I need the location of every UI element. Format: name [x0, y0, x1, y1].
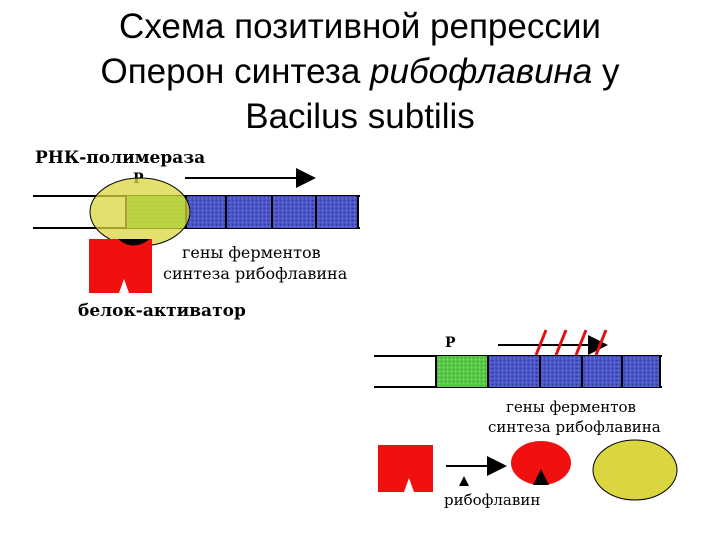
blocked-transcription-marks: [536, 330, 606, 355]
riboflavin-label: рибофлавин: [444, 491, 540, 509]
genes-label-bottom-2: синтеза рибофлавина: [488, 418, 661, 436]
riboflavin-small-icon: [459, 476, 469, 486]
rna-polymerase-free: [593, 440, 677, 500]
genes-label-bottom-1: гены ферментов: [506, 398, 636, 416]
activator-protein-top: [89, 239, 152, 293]
gene-block-bottom: [488, 356, 660, 387]
genes-label-top-1: гены ферментов: [182, 243, 321, 262]
top-operon: РНК-полимераза P гены ферментов синтеза …: [33, 148, 360, 321]
promoter-label-bottom: P: [445, 335, 456, 351]
rna-polymerase-ellipse: [90, 178, 190, 246]
rna-polymerase-label: РНК-полимераза: [35, 148, 205, 168]
promoter-region-bottom: [436, 356, 488, 387]
bottom-operon: P гены ферментов синтеза рибофлавина: [374, 330, 677, 509]
activator-protein-bottom: [378, 445, 433, 492]
activator-label: белок-активатор: [78, 301, 246, 321]
genes-label-top-2: синтеза рибофлавина: [163, 264, 348, 283]
